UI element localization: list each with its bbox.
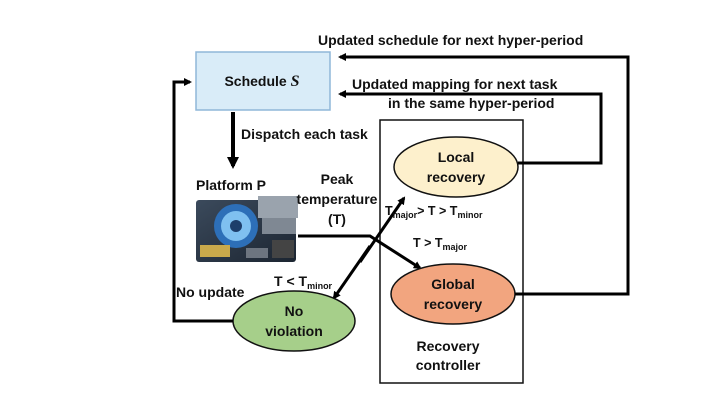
local-recovery-line1: Local [438,149,475,165]
local-recovery-node [393,136,519,198]
updated-mapping-arrow [338,90,603,165]
junction-to-noviolation-arrow [332,245,372,300]
platform-label: Platform P [196,177,266,193]
no-update-label: No update [176,284,245,300]
schedule-label: Schedule S [224,73,299,90]
dispatch-label: Dispatch each task [241,126,368,142]
peak-temp-line3: (T) [328,211,346,227]
platform-to-global-arrow [298,234,422,270]
cond-minor-label: T < Tminor [274,273,333,291]
updated-schedule-arrow [338,53,630,296]
recovery-controller-label-line2: controller [416,357,481,373]
peak-temp-line1: Peak [321,171,354,187]
no-violation-line2: violation [265,323,323,339]
global-recovery-line2: recovery [424,296,483,312]
platform-board-image [196,196,298,262]
no-violation-line1: No [285,303,304,319]
global-recovery-line1: Global [431,276,475,292]
updated-mapping-line1: Updated mapping for next task [352,76,558,92]
peak-temp-line2: temperature [297,191,378,207]
schedule-box [195,51,331,111]
no-violation-node [232,290,356,352]
local-recovery-line2: recovery [427,169,486,185]
global-recovery-node [390,263,516,325]
updated-mapping-line2: in the same hyper-period [388,95,554,111]
recovery-controller-label-line1: Recovery [416,338,479,354]
cond-range-label: Tmajor> T > Tminor [385,204,483,220]
updated-schedule-label: Updated schedule for next hyper-period [318,32,583,48]
no-update-arrow [172,78,233,323]
cond-major-label: T > Tmajor [413,236,468,252]
